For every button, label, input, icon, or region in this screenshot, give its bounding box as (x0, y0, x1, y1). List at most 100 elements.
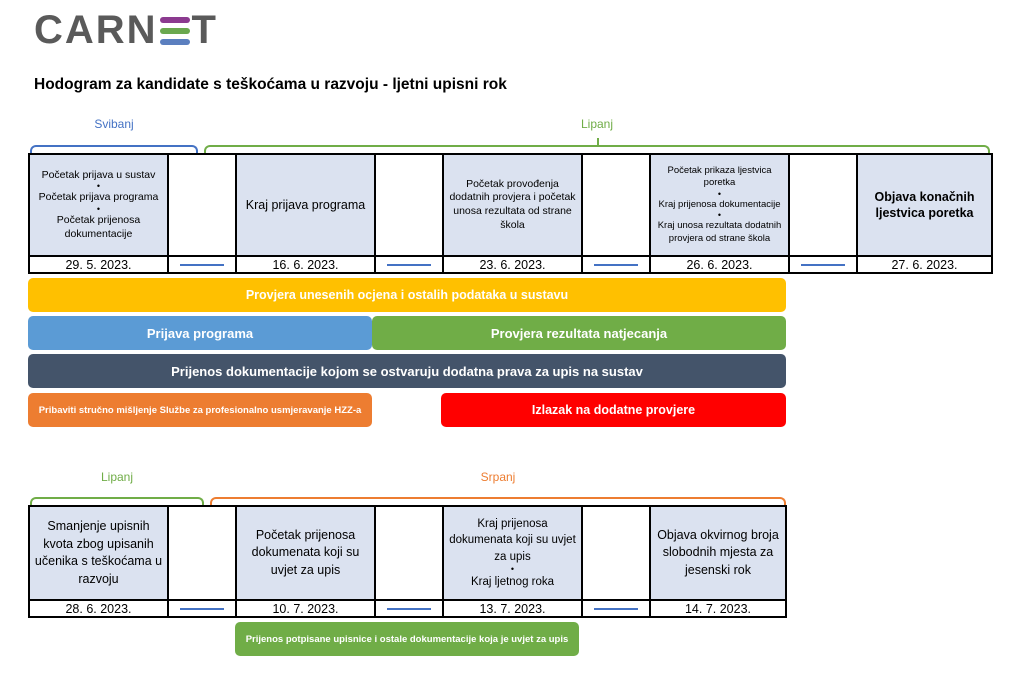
event-description: Početak prikaza ljestvica poretka • Kraj… (651, 155, 788, 255)
event-text: Kraj unosa rezultata dodatnih provjera o… (657, 220, 782, 244)
gap-space (376, 507, 442, 599)
bullet: • (96, 181, 101, 192)
event-text: Početak prijava programa (38, 191, 159, 204)
bar-documentation-transfer: Prijenos dokumentacije kojom se ostvaruj… (28, 354, 786, 388)
event-text: Početak prijenosa dokumentacije (56, 214, 141, 240)
gap-space (583, 155, 649, 255)
event-col: Kraj prijenosa dokumenata koji su uvjet … (444, 507, 583, 616)
event-description: Kraj prijava programa (237, 155, 374, 255)
month-label-svibanj-1: Svibanj (94, 117, 134, 131)
bullet: • (717, 210, 722, 221)
event-text: Početak prijenosa dokumenata koji su uvj… (251, 527, 360, 577)
event-date: 14. 7. 2023. (651, 599, 785, 616)
gap-col (376, 507, 444, 616)
event-date: 16. 6. 2023. (237, 255, 374, 272)
gap-space (169, 155, 235, 255)
logo-bar-blue (159, 38, 190, 45)
gap-col (583, 155, 651, 272)
event-date: 13. 7. 2023. (444, 599, 581, 616)
event-description: Početak prijenosa dokumenata koji su uvj… (237, 507, 374, 599)
event-col: Početak prijava u sustav • Početak prija… (30, 155, 169, 272)
connector-line (801, 263, 845, 266)
event-text: Smanjenje upisnih kvota zbog upisanih uč… (34, 519, 163, 586)
event-text: Kraj prijenosa dokumentacije (658, 198, 781, 210)
gap-col (583, 507, 651, 616)
bullet: • (96, 204, 101, 214)
event-text: Početak prikaza ljestvica poretka (667, 165, 772, 189)
event-text: Početak provođenja dodatnih provjera i p… (449, 177, 576, 231)
event-date: 23. 6. 2023. (444, 255, 581, 272)
event-col: Početak prikaza ljestvica poretka • Kraj… (651, 155, 790, 272)
connector-line (387, 263, 431, 266)
bar-hzz-opinion: Pribaviti stručno mišljenje Službe za pr… (28, 393, 372, 427)
event-date: 26. 6. 2023. (651, 255, 788, 272)
logo-bar-green (159, 27, 190, 34)
gap-space (583, 507, 649, 599)
event-col: Početak prijenosa dokumenata koji su uvj… (237, 507, 376, 616)
month-label-lipanj-1: Lipanj (580, 117, 614, 131)
event-text: Objava konačnih ljestvica poretka (874, 189, 975, 220)
month-bracket-lipanj-2 (30, 497, 204, 505)
event-date: 29. 5. 2023. (30, 255, 167, 272)
bracket-tip (597, 138, 599, 146)
event-description: Početak provođenja dodatnih provjera i p… (444, 155, 581, 255)
logo-text-start: CARN (34, 8, 158, 52)
event-date: 27. 6. 2023. (858, 255, 991, 272)
gap-space (376, 155, 442, 255)
gap-col (790, 155, 858, 272)
connector-line (180, 607, 224, 610)
logo-bar-purple (159, 16, 190, 23)
month-label-srpanj-2: Srpanj (480, 470, 516, 484)
month-bracket-srpanj-2 (210, 497, 786, 505)
gap-col (376, 155, 444, 272)
gap-col (169, 507, 237, 616)
bullet: • (510, 563, 515, 574)
connector-line (594, 263, 638, 266)
connector-line (180, 263, 224, 266)
event-description: Objava okvirnog broja slobodnih mjesta z… (651, 507, 785, 599)
timeline-section-2: Smanjenje upisnih kvota zbog upisanih uč… (28, 505, 787, 618)
page-title: Hodogram za kandidate s teškoćama u razv… (34, 76, 507, 93)
event-col: Smanjenje upisnih kvota zbog upisanih uč… (30, 507, 169, 616)
bar-program-application: Prijava programa (28, 316, 372, 350)
timeline-section-1: Početak prijava u sustav • Početak prija… (28, 153, 993, 274)
event-col: Objava okvirnog broja slobodnih mjesta z… (651, 507, 785, 616)
event-text: Početak prijava u sustav (41, 168, 156, 181)
connector-line (387, 607, 431, 610)
bullet: • (717, 188, 722, 199)
gap-space (169, 507, 235, 599)
carnet-logo: CARN T (34, 8, 218, 53)
bar-signed-enrollment-transfer: Prijenos potpisane upisnice i ostale dok… (235, 622, 579, 656)
date-connector (376, 599, 442, 616)
event-description: Početak prijava u sustav • Početak prija… (30, 155, 167, 255)
event-date: 28. 6. 2023. (30, 599, 167, 616)
date-connector (583, 255, 649, 272)
event-date: 10. 7. 2023. (237, 599, 374, 616)
event-text: Kraj prijava programa (245, 197, 366, 212)
date-connector (169, 255, 235, 272)
month-bracket-svibanj-1 (30, 145, 198, 153)
month-label-lipanj-2: Lipanj (100, 470, 134, 484)
logo-e-mark (159, 16, 190, 45)
event-col: Kraj prijava programa 16. 6. 2023. (237, 155, 376, 272)
date-connector (790, 255, 856, 272)
month-bracket-lipanj-1 (204, 138, 990, 153)
event-description: Smanjenje upisnih kvota zbog upisanih uč… (30, 507, 167, 599)
bar-competition-results: Provjera rezultata natjecanja (372, 316, 786, 350)
bar-data-verification: Provjera unesenih ocjena i ostalih podat… (28, 278, 786, 312)
event-col: Početak provođenja dodatnih provjera i p… (444, 155, 583, 272)
gap-col (169, 155, 237, 272)
connector-line (594, 607, 638, 610)
event-text: Kraj prijenosa dokumenata koji su uvjet … (449, 518, 576, 563)
bar-additional-tests: Izlazak na dodatne provjere (441, 393, 786, 427)
date-connector (376, 255, 442, 272)
event-text: Kraj ljetnog roka (470, 575, 555, 588)
logo-text-end: T (191, 8, 218, 52)
event-description: Kraj prijenosa dokumenata koji su uvjet … (444, 507, 581, 599)
date-connector (169, 599, 235, 616)
date-connector (583, 599, 649, 616)
event-description: Objava konačnih ljestvica poretka (858, 155, 991, 255)
event-text: Objava okvirnog broja slobodnih mjesta z… (657, 527, 779, 577)
event-col: Objava konačnih ljestvica poretka 27. 6.… (858, 155, 991, 272)
gap-space (790, 155, 856, 255)
